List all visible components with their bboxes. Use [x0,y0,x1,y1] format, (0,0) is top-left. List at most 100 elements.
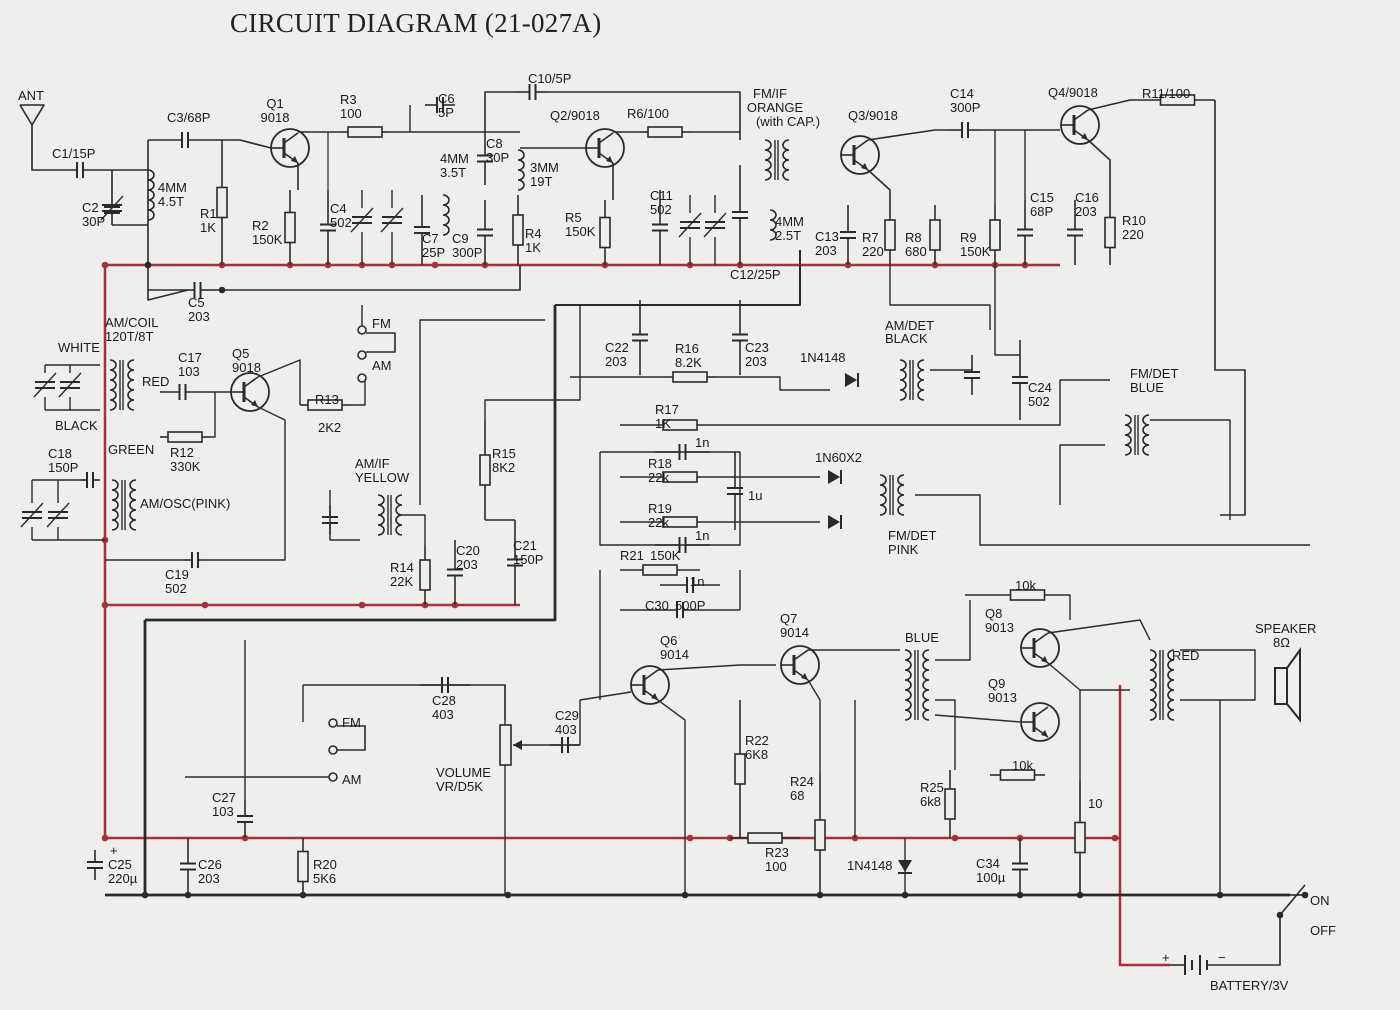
c7-label-text: C7 [422,231,439,246]
l2-value-text: 3.5T [440,165,466,180]
r16-value-text: 8.2K [675,355,702,370]
red1-label-text: RED [142,374,169,389]
r23-label-text: R23 [765,845,789,860]
c16-value-text: 203 [1075,204,1097,219]
q5-label-text: Q5 [232,346,249,361]
r14-label-text: R14 [390,560,414,575]
c22-value-text: 203 [605,354,627,369]
r15-label-text: R15 [492,446,516,461]
q7-label-text: Q7 [780,611,797,626]
r15-value-text: 8K2 [492,460,515,475]
c19-label-text: C19 [165,567,189,582]
d2-label-text: 1N60X2 [815,450,862,465]
r9-label-text: R9 [960,230,977,245]
c28-label-text: C28 [432,693,456,708]
d3-label-text: 1N4148 [847,858,893,873]
r6-label-text: R6/100 [627,106,669,121]
r24-value-text: 68 [790,788,804,803]
c6-label-text: C6 [438,91,455,106]
l1-value-text: 4.5T [158,194,184,209]
fmdetb-value-text: BLUE [1130,380,1164,395]
c21-label-text: C21 [513,538,537,553]
c34-value-text: 100µ [976,870,1006,885]
sw2am-label-text: AM [342,772,362,787]
c1n_c-label-text: 1n [690,574,704,589]
q8-label-text: Q8 [985,606,1002,621]
c18-value-text: 150P [48,460,78,475]
c23-value-text: 203 [745,354,767,369]
l2-label-text: 4MM [440,151,469,166]
q8-value-text: 9013 [985,620,1014,635]
r8-value-text: 680 [905,244,927,259]
c19-value-text: 502 [165,581,187,596]
c13-label-text: C13 [815,229,839,244]
q6-value-text: 9014 [660,647,689,662]
c17-value-text: 103 [178,364,200,379]
c14-label-text: C14 [950,86,974,101]
c24-value-text: 502 [1028,394,1050,409]
ant-label-text: ANT [18,88,44,103]
fmif-value-text: ORANGE [747,100,804,115]
c21-value-text: 150P [513,552,543,567]
c7-value-text: 25P [422,245,445,260]
r2-label-text: R2 [252,218,269,233]
c29-value-text: 403 [555,722,577,737]
r25-label-text: R25 [920,780,944,795]
green-label-text: GREEN [108,442,154,457]
c16-label-text: C16 [1075,190,1099,205]
q3-label-text: Q3/9018 [848,108,898,123]
c5-value-text: 203 [188,309,210,324]
battery-plus: + [1162,950,1170,965]
q5-value-text: 9018 [232,360,261,375]
r10k_a-label-text: 10k [1015,578,1036,593]
fmdetp-label-text: FM/DET [888,528,936,543]
r10-label-text: R10 [1122,213,1146,228]
r20-value-text: 5K6 [313,871,336,886]
black1-label-text: BLACK [55,418,98,433]
c12-label-text: C12/25P [730,267,781,282]
r12-label-text: R12 [170,445,194,460]
am-oscillator-stage: AM/COIL120T/8TWHITEREDBLACKGREENC17103Q5… [33,305,396,561]
c18-label-text: C18 [48,446,72,461]
r9-value-text: 150K [960,244,991,259]
c3-label-text: C3/68P [167,110,210,125]
r12-value-text: 330K [170,459,201,474]
r3-label-text: R3 [340,92,357,107]
c8-value-text: 30P [486,150,509,165]
q9-label-text: Q9 [988,676,1005,691]
r1-label-text: R1 [200,206,217,221]
vol-value-text: VR/D5K [436,779,483,794]
c26-label-text: C26 [198,857,222,872]
spk-label-text: SPEAKER [1255,621,1316,636]
on-label-text: ON [1310,893,1330,908]
amdet-value-text: BLACK [885,331,928,346]
c1n_a-label-text: 1n [695,435,709,450]
c29-label-text: C29 [555,708,579,723]
amcoil-value-text: 120T/8T [105,329,153,344]
c1-label-text: C1/15P [52,146,95,161]
c9-label-text: C9 [452,231,469,246]
r7-label-text: R7 [862,230,879,245]
white-label-text: WHITE [58,340,100,355]
fmif-label-text: FM/IF [753,86,787,101]
diagram-title: CIRCUIT DIAGRAM (21-027A) [230,8,602,38]
l1-label-text: 4MM [158,180,187,195]
amif-label-text: AM/IF [355,456,390,471]
r18-value-text: 22k [648,470,669,485]
r7-value-text: 220 [862,244,884,259]
amdet-label-text: AM/DET [885,318,934,333]
r4-label-text: R4 [525,226,542,241]
c28-value-text: 403 [432,707,454,722]
q6-label-text: Q6 [660,633,677,648]
c4-label-text: C4 [330,201,347,216]
c11-label-text: C11 [650,188,673,203]
r17-value-text: 1K [655,416,671,431]
r21-value-text: 150K [650,548,681,563]
r1-value-text: 1K [200,220,216,235]
q1-label-text: Q1 [266,96,283,111]
